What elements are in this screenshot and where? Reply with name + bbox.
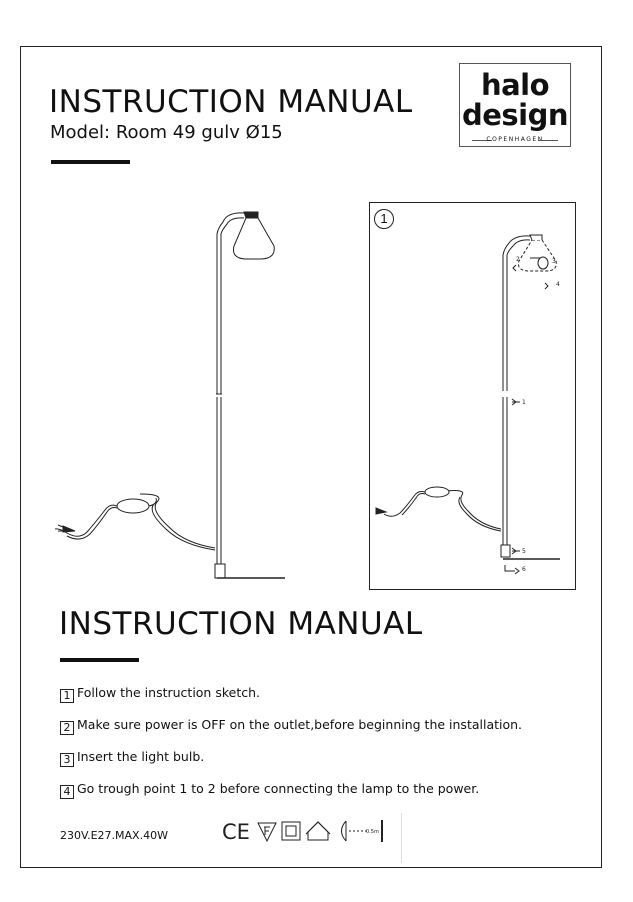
instruction-sketch: 1 2 3 4 5 6: [375, 234, 560, 575]
callout-1: 1: [522, 399, 526, 406]
section-title: INSTRUCTION MANUAL: [59, 606, 423, 642]
logo-text-halo: halo: [480, 68, 550, 102]
logo-text-design: design: [461, 98, 569, 132]
logo-rule-left: [472, 140, 492, 141]
step-2-text: Make sure power is OFF on the outlet,bef…: [77, 717, 523, 732]
step-2-number: 2: [60, 721, 74, 735]
sketch-step-number: 1: [374, 209, 394, 229]
section-underline: [60, 658, 139, 662]
certification-marks: CE 0.5m: [222, 820, 383, 844]
step-4-number: 4: [60, 785, 74, 799]
logo-text-city: COPENHAGEN: [486, 136, 544, 143]
floor-lamp-illustration: [55, 211, 285, 579]
step-3-number: 3: [60, 753, 74, 767]
callout-4: 4: [556, 281, 560, 288]
step-1-number: 1: [60, 689, 74, 703]
f-mark-icon: [257, 822, 277, 843]
model-name: Model: Room 49 gulv Ø15: [50, 122, 283, 143]
step-3-text: Insert the light bulb.: [77, 749, 205, 764]
distance-label: 0.5m: [366, 829, 379, 835]
distance-icon: 0.5m: [341, 820, 383, 842]
class-ii-icon: [281, 821, 301, 841]
step-1-text: Follow the instruction sketch.: [77, 685, 260, 700]
ce-mark-icon: CE: [222, 820, 250, 844]
page-title: INSTRUCTION MANUAL: [49, 84, 413, 120]
callout-5: 5: [522, 548, 526, 555]
callout-6: 6: [522, 566, 526, 573]
callout-2: 2: [516, 256, 520, 263]
page-frame: [20, 46, 602, 868]
callout-3: 3: [552, 258, 556, 265]
instruction-sketch-box: [369, 202, 576, 590]
indoor-use-icon: [305, 821, 331, 841]
footer-divider: [401, 813, 402, 863]
electrical-rating: 230V.E27.MAX.40W: [60, 829, 168, 842]
halo-design-logo: halo design COPENHAGEN: [459, 63, 571, 147]
logo-rule-right: [538, 140, 558, 141]
step-4-text: Go trough point 1 to 2 before connecting…: [77, 781, 480, 796]
title-underline: [51, 160, 130, 164]
